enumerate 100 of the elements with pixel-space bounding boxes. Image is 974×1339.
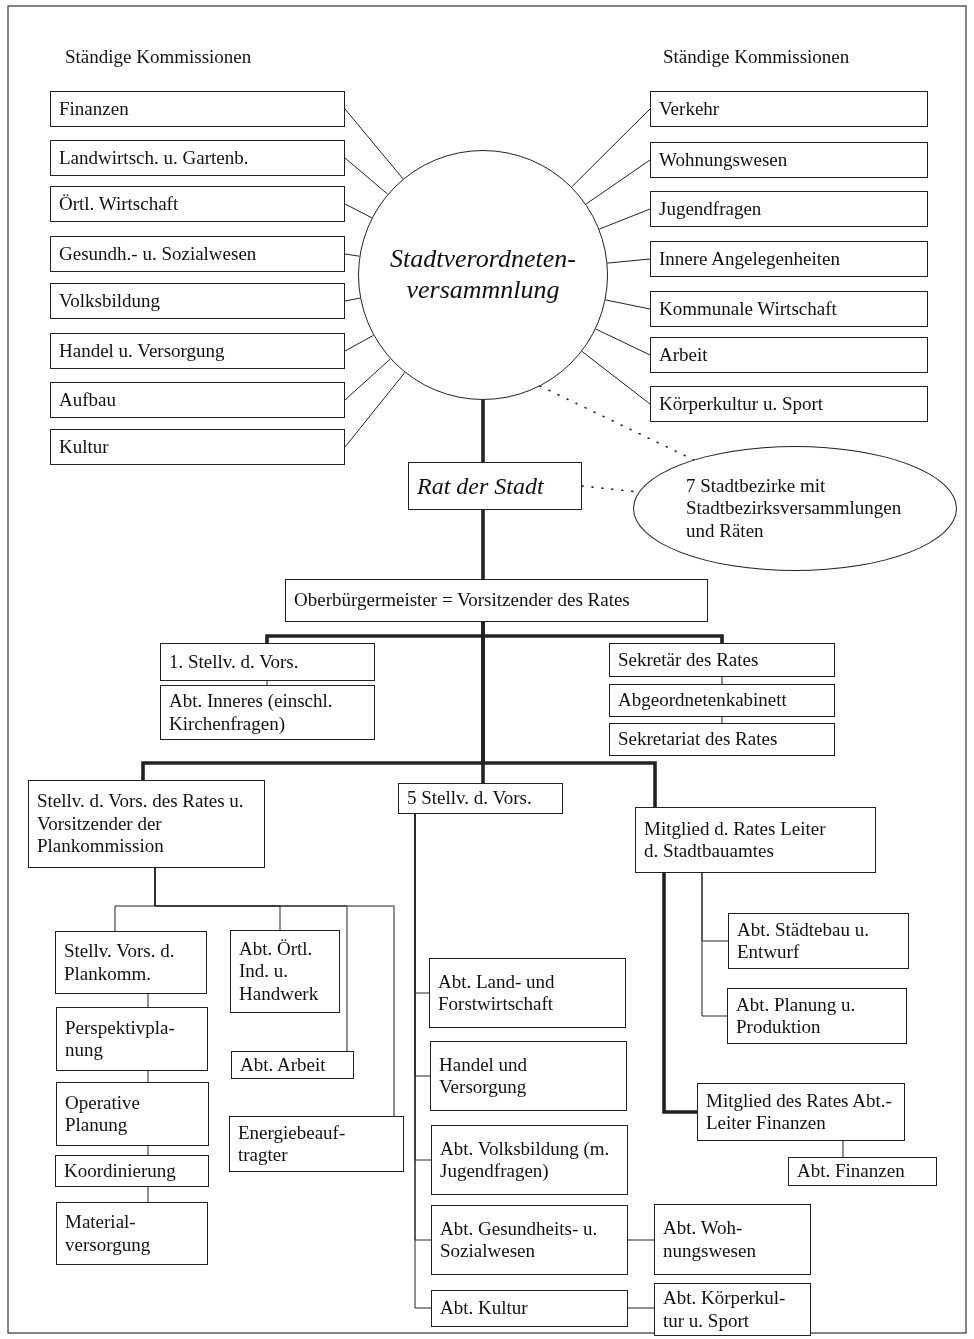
box-label: 7 Stadtbezirke mit Stadtbezirksversammlungen und Räten [686,474,903,543]
org-box [56,1007,208,1071]
org-box [650,386,928,422]
org-box [55,1155,209,1187]
box-label: Koordinierung [64,1159,176,1183]
org-box [431,1205,628,1275]
box-label: Körperkultur u. Sport [659,392,824,416]
box-label: 1. Stellv. d. Vors. [169,650,299,674]
org-box [609,723,835,756]
org-box [398,783,563,814]
box-label: Perspektivpla- nung [65,1016,176,1062]
connector-line [344,334,374,352]
box-label: Abt. Inneres (einschl. Kirchenfragen) [169,690,334,735]
box-label: Jugendfragen [659,197,762,221]
connector-line [147,1070,149,1083]
org-box [650,337,928,373]
box-label: Stadtverordneten- versammnlung [389,244,577,306]
org-box [408,462,582,510]
connector-line [721,676,723,685]
box-label: Mitglied des Rates Abt.-Leiter Finanzen [706,1089,893,1135]
connector-line [701,872,728,1017]
box-label: Abt. Örtl. Ind. u. Handwerk [239,937,320,1006]
connector-line [344,253,360,257]
org-box [431,1125,628,1195]
box-label: Abgeordnetenkabinett [618,689,787,712]
box-label: Finanzen [59,97,129,121]
connector-line [605,299,651,310]
org-box [231,1051,354,1079]
org-box [654,1204,811,1275]
org-box [50,382,345,418]
org-box [650,241,928,277]
org-box [728,913,909,969]
box-label: Aufbau [59,388,116,412]
connector-line [721,716,723,724]
connector-line [571,108,651,188]
connector-line [147,1145,149,1156]
connector-line [147,993,149,1008]
box-label: Arbeit [659,343,708,367]
box-label: Abt. Kultur [440,1297,528,1320]
connector-line [662,873,697,1114]
box-label: Stellv. Vors. d. Plankomm. [64,940,176,985]
box-label: Abt. Gesundheits- u. Sozialwesen [440,1217,599,1263]
box-label: Volksbildung [59,289,160,313]
box-label: Mitglied d. Rates Leiter d. Stadtbauamtes [644,817,827,863]
connector-line [344,108,404,180]
org-box [56,1202,208,1265]
connector-line [344,203,373,219]
org-box [50,186,345,222]
org-box [160,685,375,740]
org-box [50,236,345,272]
box-label: Handel und Versorgung [439,1053,529,1099]
org-box [429,958,626,1028]
box-label: Abt. Finanzen [797,1160,905,1183]
connector-line [481,622,657,807]
connector-line [344,358,391,401]
org-box [609,684,835,717]
org-box [230,930,340,1013]
connector-line [344,297,361,302]
box-label: Abt. Städtebau u. Entwurf [737,918,870,964]
org-box [788,1157,937,1186]
box-label: Gesundh.- u. Sozialwesen [59,242,257,266]
box-label: Kultur [59,435,109,459]
box-label: Oberbürgermeister = Vorsitzender des Rates [294,589,630,612]
connector-line [842,1140,844,1158]
box-label: Verkehr [659,97,720,121]
org-box [650,142,928,178]
box-label: Sekretär des Rates [618,648,759,672]
box-label: Abt. Planung u. Produktion [736,993,857,1039]
heading-label: Ständige Kommissionen [65,46,252,68]
connector-line [606,258,651,264]
connector-line [581,350,651,405]
org-box [229,1116,404,1172]
box-label: Abt. Volksbildung (m. Jugendfragen) [440,1137,611,1183]
box-label: Landwirtsch. u. Gartenb. [59,146,249,170]
connector-line [344,157,389,195]
connector-line [481,400,485,462]
org-box [50,283,345,319]
org-box [650,91,928,127]
org-box [160,643,375,681]
connector-line [595,328,651,356]
org-box [28,780,265,868]
connector-line [481,510,485,579]
connector-line [627,1239,655,1241]
box-label: Abt. Land- und Forstwirtschaft [438,970,556,1016]
org-box [50,429,345,465]
box-label: Operative Planung [65,1091,141,1137]
connector-line [627,1307,655,1309]
connector-line [154,867,395,1117]
box-label: Abt. Woh- nungswesen [663,1217,757,1262]
box-label: Abt. Arbeit [240,1053,326,1077]
box-label: Stellv. d. Vors. des Rates u. Vorsitzender der Plankommission [37,790,245,858]
org-box [55,931,207,994]
connector-line [344,372,406,448]
org-box [430,1041,627,1111]
connector-line [585,159,651,205]
org-box [650,291,928,327]
box-label: Innere Angelegenheiten [659,247,840,271]
box-label: Kommunale Wirtschaft [659,297,837,321]
box-label: Sekretariat des Rates [618,728,778,751]
org-box [635,807,876,873]
